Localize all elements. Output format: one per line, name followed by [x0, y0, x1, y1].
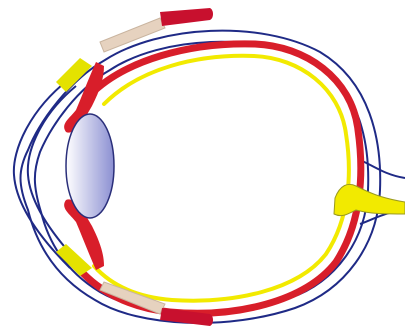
retina: [94, 56, 349, 301]
optic-nerve: [334, 184, 405, 215]
extraocular-muscle-bottom: [56, 244, 213, 326]
lens: [66, 114, 114, 218]
